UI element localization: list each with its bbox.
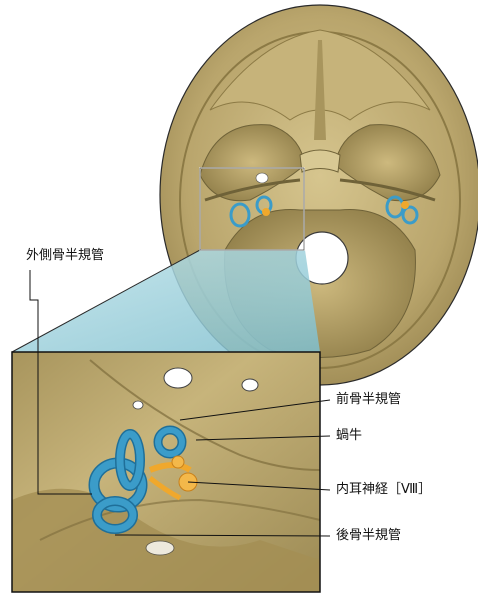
label-cochlea: 蝸牛: [336, 428, 363, 443]
leader-lines: [29, 270, 331, 537]
petrous-ridge-left: [204, 178, 301, 202]
labyrinth-zoomed: [88, 425, 187, 534]
crista-galli: [314, 40, 326, 140]
label-lateral-semicircular-canal: 外側骨半規管: [26, 248, 105, 263]
label-posterior-semicircular-canal: 後骨半規管: [336, 528, 402, 543]
petrous-ridge-right: [339, 178, 436, 202]
sella-turcica: [299, 149, 341, 173]
label-vestibulocochlear-nerve: 内耳神経［Ⅷ］: [336, 482, 432, 497]
inner-ear-right-small: [385, 195, 419, 225]
zoom-panel: [11, 351, 321, 593]
magnifier-wedge: [12, 250, 320, 352]
label-anterior-semicircular-canal: 前骨半規管: [336, 392, 402, 407]
inner-ear-left-small: [229, 172, 273, 228]
